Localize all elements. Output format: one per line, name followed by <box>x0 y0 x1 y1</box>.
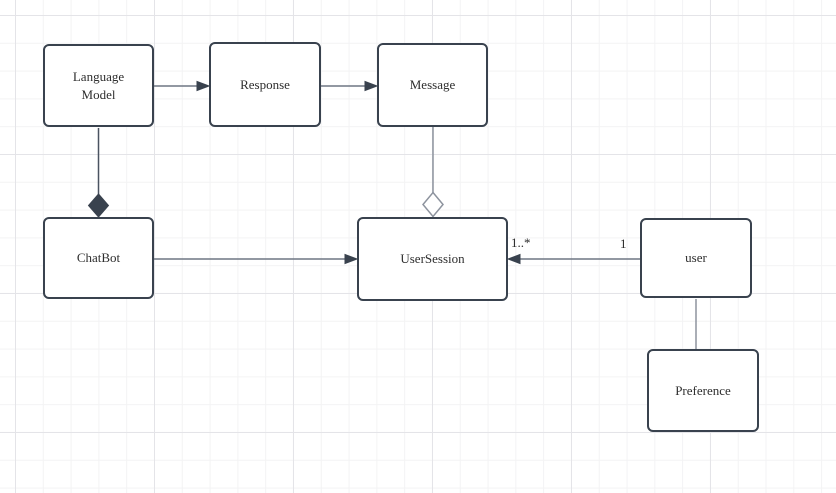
edge-user-usersession[interactable] <box>506 253 640 265</box>
node-message[interactable]: Message <box>377 43 488 127</box>
node-usersession[interactable]: UserSession <box>357 217 508 301</box>
node-label: Preference <box>675 382 731 398</box>
node-preference[interactable]: Preference <box>647 349 759 432</box>
edge-languagemodel-chatbot[interactable] <box>87 128 110 218</box>
multiplicity-label-usersession: 1..* <box>511 235 531 250</box>
edge-message-usersession[interactable] <box>422 127 444 218</box>
node-user[interactable]: user <box>640 218 752 298</box>
aggregation-diamond-icon <box>422 191 444 218</box>
arrowhead-icon <box>344 253 359 265</box>
multiplicity-label-user: 1 <box>620 236 627 251</box>
arrowhead-icon <box>196 80 211 92</box>
node-response[interactable]: Response <box>209 42 321 127</box>
node-label: Language Model <box>72 68 125 102</box>
arrowhead-icon <box>506 253 521 265</box>
edge-languagemodel-response[interactable] <box>154 80 211 92</box>
composition-diamond-icon <box>87 193 110 218</box>
node-label: ChatBot <box>76 250 121 266</box>
node-label: Response <box>240 76 290 92</box>
arrowhead-icon <box>364 80 379 92</box>
node-label: Message <box>409 77 456 93</box>
edge-chatbot-usersession[interactable] <box>154 253 359 265</box>
node-chatbot[interactable]: ChatBot <box>43 217 154 299</box>
node-language-model[interactable]: Language Model <box>43 44 154 127</box>
node-label: user <box>685 250 707 266</box>
node-label: UserSession <box>400 251 465 267</box>
edge-response-message[interactable] <box>321 80 379 92</box>
